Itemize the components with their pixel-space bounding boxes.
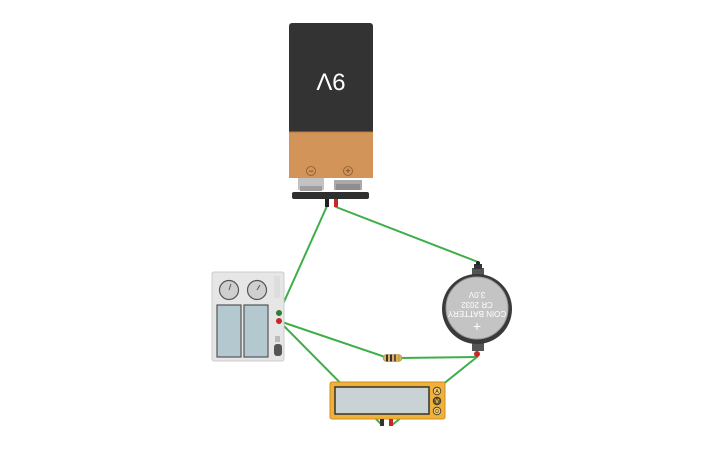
multimeter-mode-buttons: A V Ω bbox=[432, 386, 442, 416]
switch-indicator-dark bbox=[274, 344, 282, 356]
multimeter-button-a-label: A bbox=[435, 389, 439, 395]
battery-minus-symbol: − bbox=[308, 166, 313, 176]
coin-battery-voltage: 3.0V bbox=[468, 290, 485, 299]
battery-plus-marker bbox=[343, 166, 353, 176]
multimeter-probe-black[interactable] bbox=[380, 419, 384, 426]
switch-slot-right bbox=[243, 304, 269, 358]
coin-battery-terminal-bottom[interactable] bbox=[474, 351, 480, 357]
switch-terminal-red[interactable] bbox=[276, 318, 282, 324]
wire-switch-to-resistor[interactable] bbox=[278, 320, 386, 358]
coin-battery[interactable]: 3.0V COIN BATTERY CR 2032 + bbox=[442, 261, 512, 357]
coin-battery-plus: + bbox=[473, 319, 481, 335]
resistor[interactable] bbox=[382, 354, 403, 362]
multimeter-button-a[interactable] bbox=[432, 386, 442, 396]
coin-battery-line1: COIN BATTERY bbox=[447, 309, 506, 318]
multimeter-probe-red[interactable] bbox=[389, 419, 393, 426]
wire-resistor-to-coin-battery[interactable] bbox=[399, 356, 478, 359]
multimeter-button-ohm-label: Ω bbox=[435, 409, 439, 415]
battery-connector-bar bbox=[292, 192, 369, 199]
multimeter-button-v[interactable] bbox=[432, 396, 442, 406]
multimeter[interactable]: A V Ω bbox=[329, 381, 446, 426]
wire-9v-pos-to-coin-battery[interactable] bbox=[335, 206, 479, 263]
slide-switch[interactable] bbox=[211, 271, 285, 362]
battery-9v[interactable]: 9V − + bbox=[289, 23, 373, 207]
battery-minus-marker bbox=[306, 166, 316, 176]
coin-battery-terminal-top[interactable] bbox=[476, 261, 480, 265]
switch-slot-left bbox=[216, 304, 242, 358]
battery-plus-symbol: + bbox=[345, 166, 350, 176]
wire-9v-neg-to-slide-switch[interactable] bbox=[278, 205, 328, 314]
multimeter-button-ohm[interactable] bbox=[432, 406, 442, 416]
coin-battery-line2: CR 2032 bbox=[461, 300, 493, 309]
battery-label: 9V bbox=[316, 68, 345, 95]
battery-body bbox=[289, 23, 373, 135]
coin-battery-bottom-tab bbox=[472, 343, 484, 351]
battery-positive-terminal[interactable] bbox=[334, 199, 338, 207]
multimeter-display bbox=[334, 386, 430, 415]
switch-terminal-green[interactable] bbox=[276, 310, 282, 316]
coin-battery-cell bbox=[445, 276, 509, 340]
battery-copper-band bbox=[289, 132, 373, 178]
battery-negative-terminal[interactable] bbox=[325, 199, 329, 207]
multimeter-button-v-label: V bbox=[435, 399, 439, 405]
coin-battery-top-tab bbox=[472, 268, 484, 275]
